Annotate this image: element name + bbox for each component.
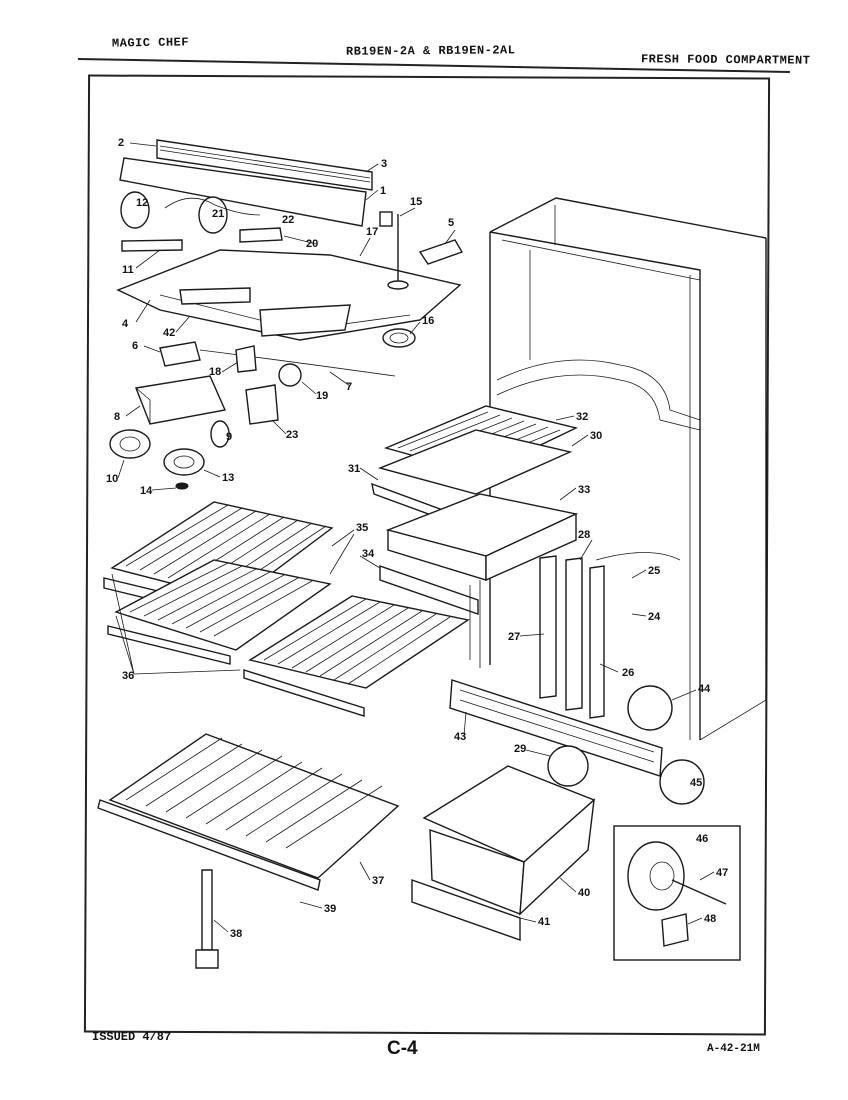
part-label-39: 39 (324, 903, 336, 915)
part-label-10: 10 (106, 473, 118, 485)
shelf-supports (469, 552, 681, 719)
part-label-28: 28 (578, 529, 590, 541)
part-label-30: 30 (590, 430, 602, 442)
part-label-18: 18 (209, 366, 221, 378)
part-label-15: 15 (410, 196, 422, 208)
part-label-23: 23 (286, 429, 298, 441)
part-label-29: 29 (514, 743, 526, 755)
part-label-26: 26 (622, 667, 634, 679)
callout-details (547, 685, 741, 961)
part-label-22: 22 (282, 214, 294, 226)
grille (449, 679, 663, 777)
part-labels: 2 3 1 12 21 22 15 5 17 20 11 4 42 16 6 1… (106, 137, 728, 940)
part-label-48: 48 (704, 913, 716, 925)
part-label-12: 12 (136, 197, 148, 209)
part-label-2: 2 (118, 137, 124, 149)
part-label-43: 43 (454, 731, 466, 743)
top-panel-assembly (116, 139, 464, 348)
part-label-35: 35 (356, 522, 368, 534)
part-label-33: 33 (578, 484, 590, 496)
part-label-24: 24 (648, 611, 661, 623)
page-number: C-4 (387, 1038, 418, 1059)
part-label-21: 21 (212, 208, 224, 220)
part-label-41: 41 (538, 916, 550, 928)
part-label-25: 25 (648, 565, 660, 577)
part-label-37: 37 (372, 875, 384, 887)
part-label-5: 5 (448, 217, 454, 229)
part-label-19: 19 (316, 390, 328, 402)
part-label-8: 8 (114, 411, 120, 423)
part-label-46: 46 (696, 833, 708, 845)
part-label-44: 44 (698, 683, 711, 695)
meat-keeper (379, 493, 579, 615)
part-label-38: 38 (230, 928, 242, 940)
crisper-assembly (97, 733, 596, 969)
part-label-6: 6 (132, 340, 138, 352)
part-label-31: 31 (348, 463, 360, 475)
part-label-47: 47 (716, 867, 728, 879)
part-label-14: 14 (140, 485, 153, 497)
part-label-13: 13 (222, 472, 234, 484)
part-label-40: 40 (578, 887, 590, 899)
part-label-1: 1 (380, 185, 386, 197)
part-label-4: 4 (122, 318, 129, 330)
cantilever-shelf (371, 405, 579, 532)
wire-shelves (103, 501, 470, 717)
part-label-27: 27 (508, 631, 520, 643)
leader-lines (111, 142, 715, 933)
part-label-32: 32 (576, 411, 588, 423)
part-label-36: 36 (122, 670, 134, 682)
part-label-42: 42 (163, 327, 175, 339)
part-label-7: 7 (346, 381, 352, 393)
part-label-34: 34 (362, 548, 375, 560)
part-label-11: 11 (122, 264, 134, 276)
control-components (109, 341, 396, 490)
part-label-45: 45 (690, 777, 702, 789)
issued-date: ISSUED 4/87 (92, 1030, 172, 1044)
document-number: A-42-21M (707, 1043, 760, 1055)
part-label-20: 20 (306, 238, 318, 250)
part-label-9: 9 (226, 431, 232, 443)
part-label-16: 16 (422, 315, 434, 327)
part-label-3: 3 (381, 158, 387, 170)
part-label-17: 17 (366, 226, 378, 238)
